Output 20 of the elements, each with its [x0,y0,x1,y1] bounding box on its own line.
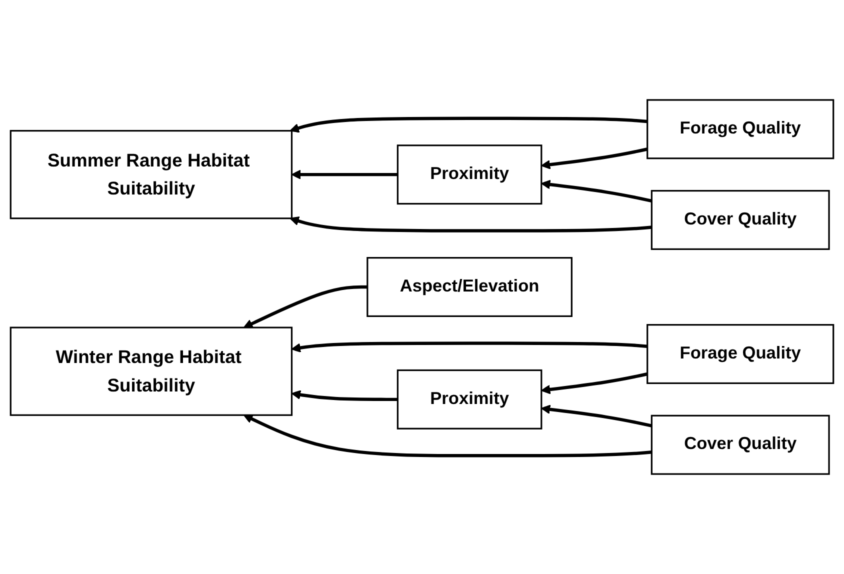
arrow [540,180,652,202]
arrow [540,404,652,428]
arrow [243,285,368,328]
node-box: Forage Quality [646,324,834,384]
arrow [291,170,398,180]
arrow [540,148,648,170]
arrow [540,372,648,394]
arrow [290,216,652,232]
node-box: Proximity [396,369,542,430]
node-box: Aspect/Elevation [366,257,572,317]
node-box: Cover Quality [650,190,830,250]
node-box: Winter Range Habitat Suitability [10,326,293,416]
node-box: Proximity [396,144,542,205]
node-box: Forage Quality [646,99,834,160]
arrow [291,390,398,402]
node-box: Summer Range Habitat Suitability [10,130,293,220]
arrow [243,414,652,458]
arrow [291,342,648,353]
node-box: Cover Quality [650,414,830,475]
arrow [290,116,648,133]
